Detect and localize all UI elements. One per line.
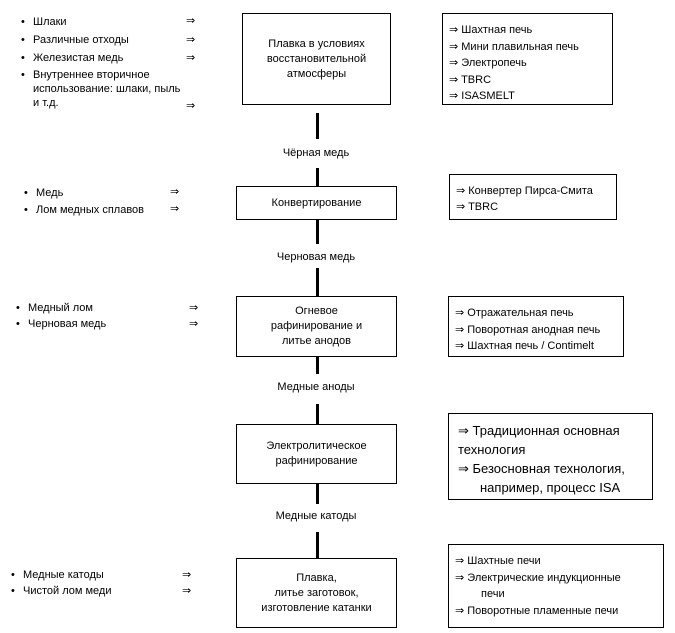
process-box-fire-refining: Огневое рафинирование и литье анодов bbox=[236, 296, 397, 357]
connector-line bbox=[316, 168, 319, 186]
equipment-box-stage-4: ⇒ Традиционная основная технология ⇒ Без… bbox=[448, 413, 653, 500]
equipment-box-stage-2: ⇒ Конвертер Пирса-Смита ⇒ TBRC bbox=[449, 174, 617, 220]
process-box-reduction-smelting: Плавка в условиях восстановительной атмо… bbox=[242, 13, 391, 105]
equipment-item: ⇒ Поворотная анодная печь bbox=[455, 323, 601, 336]
equipment-item: ⇒ Электрические индукционные bbox=[455, 571, 621, 584]
process-label: Плавка, литье заготовок, изготовление ка… bbox=[261, 571, 372, 614]
input-item: •Лом медных сплавов bbox=[24, 204, 145, 216]
equipment-item: печи bbox=[481, 588, 505, 600]
equipment-item: ⇒ Поворотные пламенные печи bbox=[455, 604, 619, 617]
process-label: Конвертирование bbox=[271, 196, 362, 209]
product-label-blister-copper: Черновая медь bbox=[276, 251, 356, 263]
equipment-item: например, процесс ISA bbox=[480, 480, 621, 495]
input-item: •Различные отходы bbox=[21, 34, 129, 46]
process-box-electrolytic-refining: Электролитическое рафинирование bbox=[236, 424, 397, 484]
arrow-icon: ⇒ bbox=[170, 186, 180, 198]
connector-line bbox=[316, 484, 319, 504]
connector-line bbox=[316, 357, 319, 374]
connector-line bbox=[316, 220, 319, 244]
equipment-box-stage-5: ⇒ Шахтные печи ⇒ Электрические индукцион… bbox=[448, 544, 664, 628]
product-label-copper-cathodes: Медные катоды bbox=[275, 510, 357, 522]
equipment-item: ⇒ Шахтная печь / Contimelt bbox=[455, 340, 594, 352]
equipment-item: ⇒ Конвертер Пирса-Смита bbox=[456, 185, 593, 197]
connector-line bbox=[316, 113, 319, 139]
connector-line bbox=[316, 532, 319, 558]
arrow-icon: ⇒ bbox=[189, 302, 199, 314]
arrow-icon: ⇒ bbox=[186, 34, 196, 46]
input-item: •Медь bbox=[24, 187, 64, 199]
input-item: •Чистой лом меди bbox=[11, 585, 112, 597]
input-item: •Медные катоды bbox=[11, 569, 104, 581]
connector-line bbox=[316, 404, 319, 424]
input-item: •Железистая медь bbox=[21, 52, 124, 64]
process-box-converting: Конвертирование bbox=[236, 186, 397, 220]
input-item: •Черновая медь bbox=[16, 318, 107, 330]
process-label: Плавка в условиях восстановительной атмо… bbox=[266, 37, 367, 80]
arrow-icon: ⇒ bbox=[182, 585, 192, 597]
process-label: Огневое рафинирование и литье анодов bbox=[270, 305, 363, 347]
connector-line bbox=[316, 268, 319, 296]
product-label-copper-anodes: Медные аноды bbox=[277, 381, 355, 393]
equipment-item: ⇒ Отражательная печь bbox=[455, 307, 574, 319]
arrow-icon: ⇒ bbox=[182, 569, 192, 581]
equipment-item: ⇒ Шахтная печь bbox=[449, 24, 533, 36]
equipment-box-stage-1: ⇒ Шахтная печь ⇒ Мини плавильная печь ⇒ … bbox=[442, 13, 613, 105]
process-label: Электролитическое рафинирование bbox=[266, 440, 367, 467]
arrow-icon: ⇒ bbox=[186, 15, 196, 27]
arrow-icon: ⇒ bbox=[186, 52, 196, 64]
process-box-casting: Плавка, литье заготовок, изготовление ка… bbox=[236, 558, 397, 628]
equipment-item: ⇒ TBRC bbox=[456, 201, 499, 213]
equipment-item: ⇒ Безосновная технология, bbox=[458, 461, 625, 476]
product-label-black-copper: Чёрная медь bbox=[282, 147, 350, 159]
equipment-item: ⇒ Традиционная основная bbox=[458, 423, 620, 438]
arrow-icon: ⇒ bbox=[170, 203, 180, 215]
equipment-item: ⇒ Шахтные печи bbox=[455, 555, 541, 567]
equipment-item: ⇒ Электропечь bbox=[449, 57, 527, 70]
equipment-item: ⇒ TBRC bbox=[449, 73, 492, 86]
equipment-item: технология bbox=[458, 442, 526, 457]
equipment-item: ⇒ Мини плавильная печь bbox=[449, 40, 579, 53]
arrow-icon: ⇒ bbox=[189, 318, 199, 330]
arrow-icon: ⇒ bbox=[186, 100, 196, 112]
input-item: •Шлаки bbox=[21, 16, 67, 28]
equipment-box-stage-3: ⇒ Отражательная печь ⇒ Поворотная анодна… bbox=[448, 296, 624, 357]
input-item: •Внутреннее вторичное использование: шла… bbox=[21, 69, 181, 109]
input-item: •Медный лом bbox=[16, 302, 93, 314]
equipment-item: ⇒ ISASMELT bbox=[449, 90, 515, 103]
